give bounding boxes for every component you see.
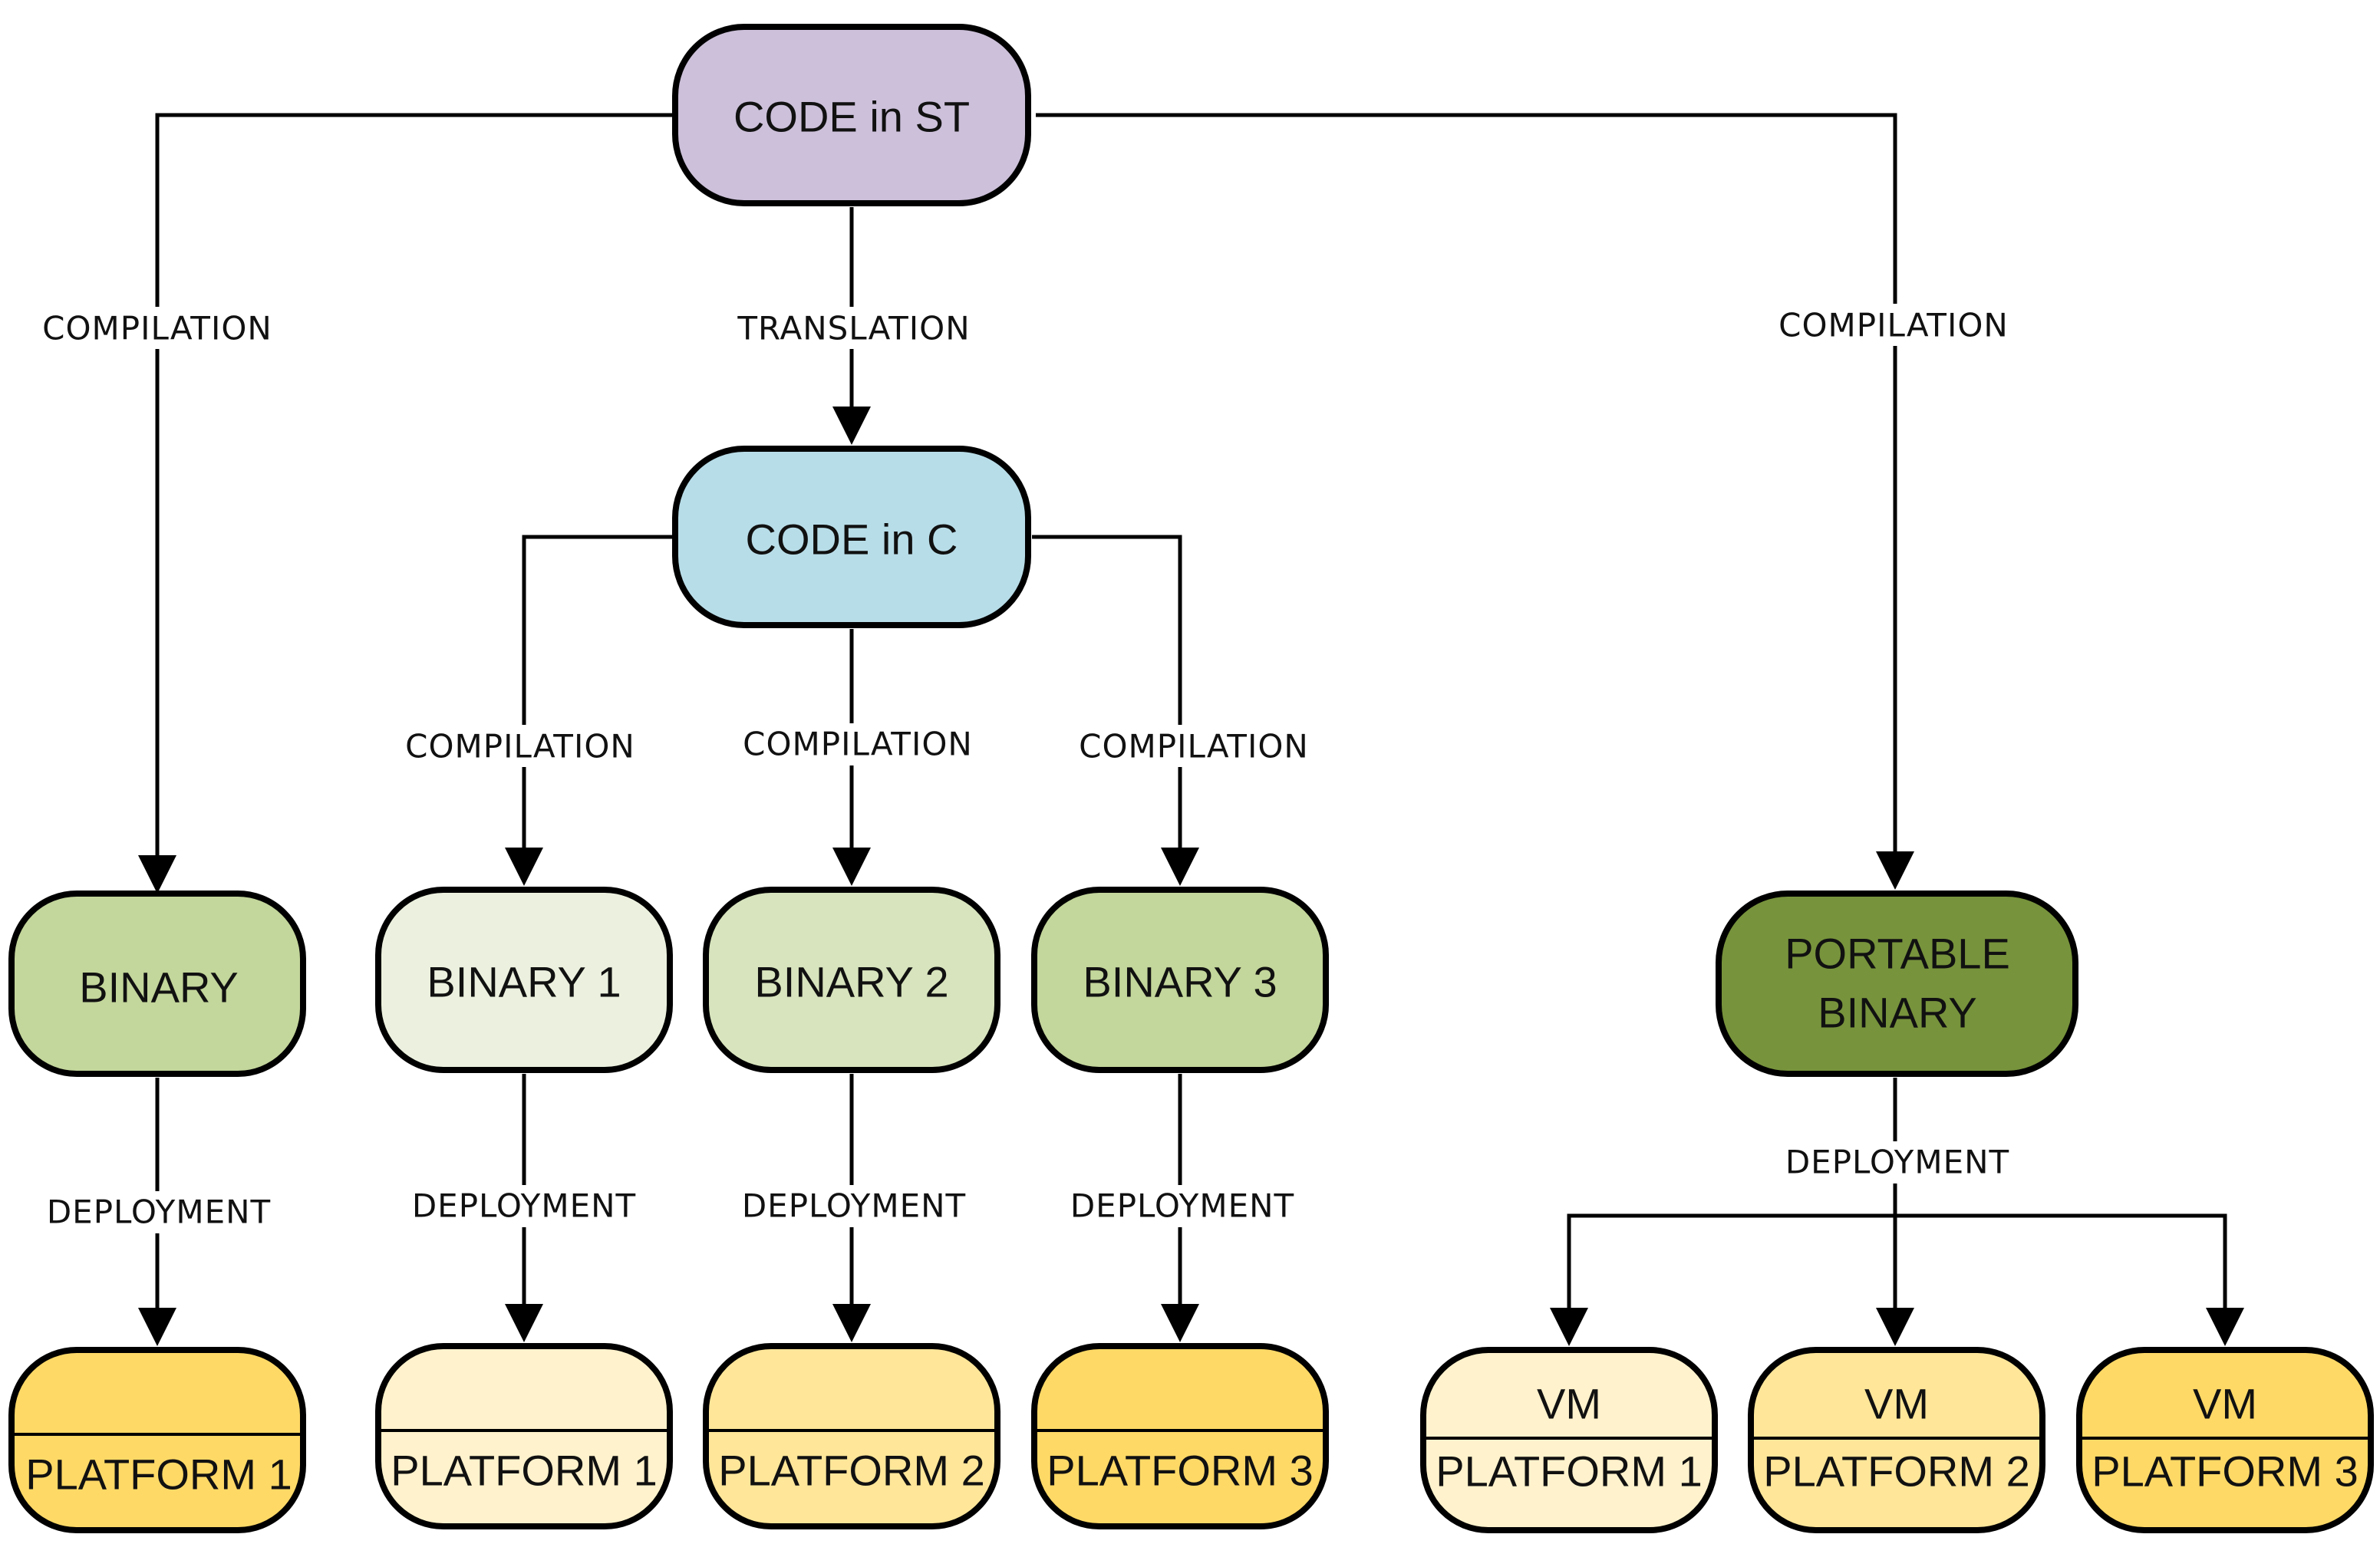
node-platform-b1-bottom: PLATFORM 1: [391, 1447, 657, 1495]
node-platform-b3: PLATFORM 3: [1031, 1343, 1329, 1529]
node-portable-binary-shape: [1716, 891, 2078, 1077]
connectors: [138, 113, 2244, 1346]
node-binary-2: BINARY 2: [703, 887, 1000, 1073]
label-c-to-b1: COMPILATION: [405, 728, 635, 765]
label-st-to-c: TRANSLATION: [737, 310, 970, 347]
node-code-st-label: CODE in ST: [733, 93, 970, 141]
node-vm-platform-1-bottom: PLATFORM 1: [1436, 1447, 1702, 1496]
node-binary-3-label: BINARY 3: [1083, 958, 1277, 1006]
node-platform-b3-bottom: PLATFORM 3: [1047, 1447, 1313, 1495]
node-binary-3-shape: [1031, 887, 1329, 1073]
node-vm-platform-3: VM PLATFORM 3: [2076, 1347, 2374, 1533]
label-c-to-b3: COMPILATION: [1079, 728, 1309, 765]
node-portable-binary: PORTABLE BINARY: [1716, 891, 2078, 1077]
edge-st-to-binary: [138, 113, 675, 894]
node-code-c-label: CODE in C: [746, 515, 958, 564]
label-st-to-portable: COMPILATION: [1778, 307, 2009, 344]
node-vm-platform-2-top: VM: [1864, 1380, 1929, 1428]
node-vm-platform-2-bottom: PLATFORM 2: [1763, 1447, 2029, 1496]
node-portable-binary-label-1: PORTABLE: [1785, 930, 2010, 978]
edge-portable-to-vm1: [1550, 1213, 1895, 1346]
node-platform-b2: PLATFORM 2: [703, 1343, 1000, 1529]
edge-portable-to-vm3: [1895, 1213, 2244, 1346]
node-vm-platform-1-top: VM: [1537, 1380, 1601, 1428]
node-vm-platform-3-top: VM: [2193, 1380, 2257, 1428]
node-binary-1: BINARY 1: [375, 887, 673, 1073]
label-b2-deploy: DEPLOYMENT: [742, 1187, 966, 1225]
node-platform-b1-shape: [375, 1343, 673, 1529]
node-code-c-shape: [672, 446, 1031, 628]
node-binary-2-label: BINARY 2: [754, 958, 948, 1006]
node-vm-platform-1: VM PLATFORM 1: [1420, 1347, 1718, 1533]
node-platform-b1: PLATFORM 1: [375, 1343, 673, 1529]
edge-c-to-b3: [1032, 535, 1199, 886]
node-binary: BINARY: [8, 891, 306, 1077]
node-binary-1-label: BINARY 1: [427, 958, 621, 1006]
label-b3-deploy: DEPLOYMENT: [1070, 1187, 1294, 1225]
node-portable-binary-label-2: BINARY: [1818, 989, 1976, 1037]
node-binary-2-shape: [703, 887, 1000, 1073]
node-platform-b2-bottom: PLATFORM 2: [718, 1447, 984, 1495]
node-binary-3: BINARY 3: [1031, 887, 1329, 1073]
node-binary-label: BINARY: [79, 963, 238, 1012]
label-portable-deploy: DEPLOYMENT: [1785, 1144, 2009, 1181]
node-vm-platform-3-shape: [2076, 1347, 2374, 1533]
label-binary-deploy: DEPLOYMENT: [47, 1193, 271, 1231]
node-code-c: CODE in C: [672, 446, 1031, 628]
node-vm-platform-2-shape: [1748, 1347, 2045, 1533]
node-vm-platform-1-shape: [1420, 1347, 1718, 1533]
edge-c-to-b1: [505, 535, 675, 886]
edge-st-to-portable: [1036, 113, 1914, 890]
label-st-to-binary: COMPILATION: [42, 310, 272, 347]
node-platform-b2-shape: [703, 1343, 1000, 1529]
label-c-to-b2: COMPILATION: [743, 726, 973, 763]
node-code-st: CODE in ST: [672, 24, 1031, 206]
node-platform-binary-bottom: PLATFORM 1: [25, 1450, 292, 1499]
node-binary-shape: [8, 891, 306, 1077]
node-platform-b3-shape: [1031, 1343, 1329, 1529]
node-binary-1-shape: [375, 887, 673, 1073]
label-b1-deploy: DEPLOYMENT: [412, 1187, 636, 1225]
node-platform-binary-shape: [8, 1347, 306, 1533]
node-code-st-shape: [672, 24, 1031, 206]
edge-labels: COMPILATION TRANSLATION COMPILATION COMP…: [31, 304, 2026, 1233]
node-platform-binary: PLATFORM 1: [8, 1347, 306, 1533]
node-vm-platform-3-bottom: PLATFORM 3: [2092, 1447, 2358, 1496]
node-vm-platform-2: VM PLATFORM 2: [1748, 1347, 2045, 1533]
